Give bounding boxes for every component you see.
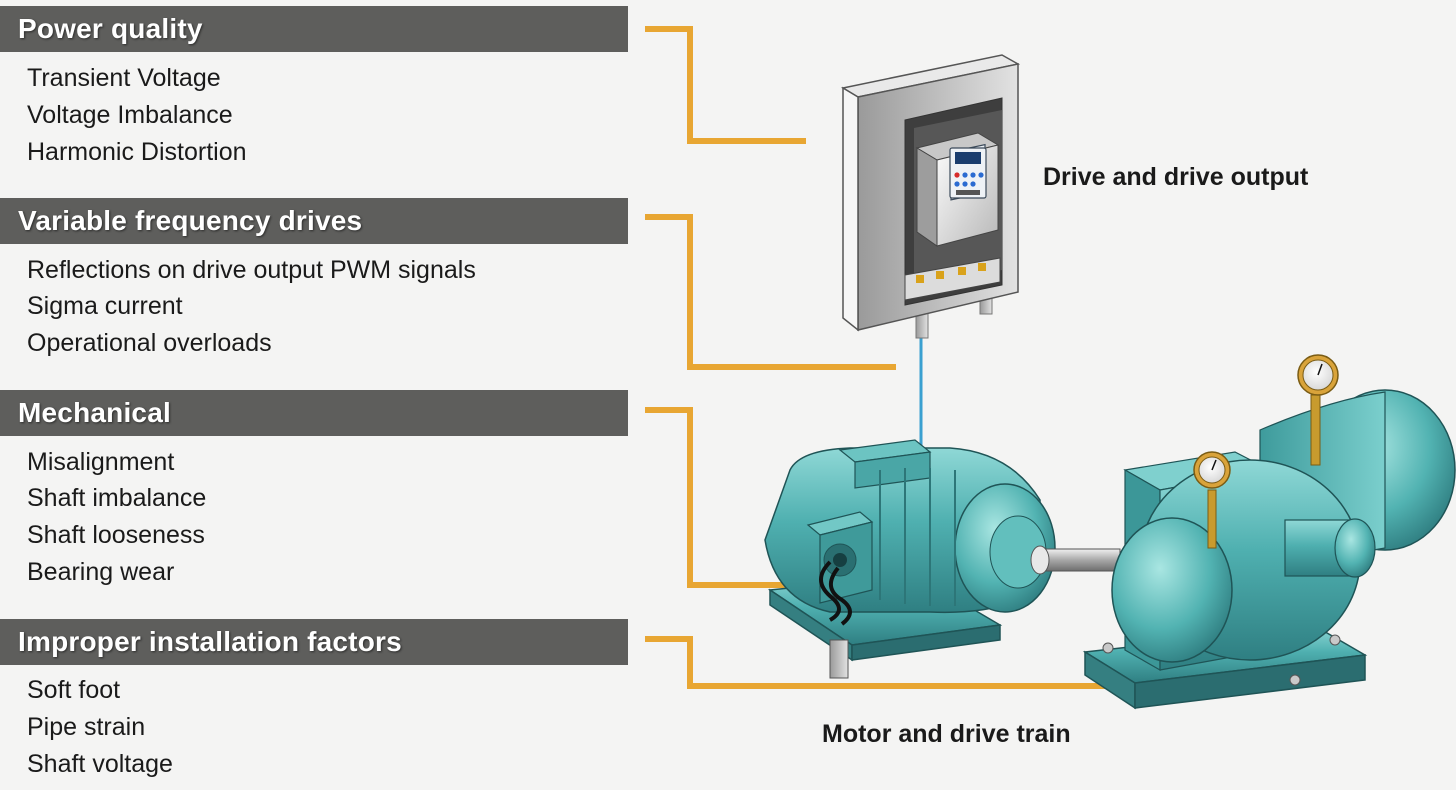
connector-power-quality [645,26,806,144]
list-item: Shaft imbalance [27,484,207,512]
pump [1082,389,1456,710]
drive-shaft [1030,545,1121,575]
list-item: Reflections on drive output PWM signals [27,256,476,284]
list-item: Harmonic Distortion [27,138,247,166]
list-item: Bearing wear [27,558,175,586]
motor [764,439,1056,679]
motor-label: Motor and drive train [822,720,1071,748]
section-header-power-quality: Power quality [0,6,628,52]
drive-keypad [949,147,987,199]
drive-label: Drive and drive output [1043,163,1309,191]
drive-cabinet [840,54,1021,339]
list-item: Shaft looseness [27,521,205,549]
list-item: Shaft voltage [27,750,173,778]
section-header-variable-frequency-drives: Variable frequency drives [0,198,628,244]
list-item: Transient Voltage [27,64,221,92]
connector-installation-factors [645,636,1275,689]
pressure-gauge-large [1297,354,1339,466]
connector-variable-frequency-drives [645,214,896,370]
section-header-mechanical: Mechanical [0,390,628,436]
list-item: Operational overloads [27,329,272,357]
list-item: Voltage Imbalance [27,101,233,129]
list-item: Pipe strain [27,713,146,741]
list-item: Sigma current [27,292,183,320]
connector-lines [645,26,1275,689]
section-header-improper-installation-factors: Improper installation factors [0,619,628,665]
list-item: Soft foot [27,676,121,704]
pressure-gauge-small [1193,451,1231,549]
list-item: Misalignment [27,448,175,476]
